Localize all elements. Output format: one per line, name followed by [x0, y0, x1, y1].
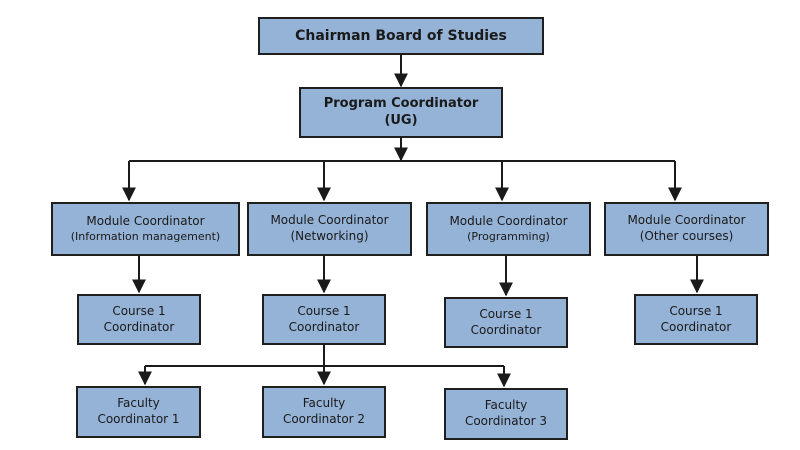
- module-coordinator-subtitle: (Programming): [467, 229, 550, 243]
- module-coordinator-title: Module Coordinator: [627, 213, 746, 228]
- module-coordinator-box: Module Coordinator (Information manageme…: [51, 202, 240, 256]
- chairman-box: Chairman Board of Studies: [258, 17, 544, 55]
- module-coordinator-title: Module Coordinator: [449, 214, 568, 229]
- faculty-coordinator-box: Faculty Coordinator 3: [444, 388, 568, 440]
- program-coordinator-title: Program Coordinator: [323, 95, 479, 111]
- faculty-coordinator-title: Faculty: [117, 396, 160, 411]
- course-coordinator-box: Course 1 Coordinator: [444, 297, 568, 348]
- module-coordinator-box: Module Coordinator (Networking): [247, 202, 412, 256]
- faculty-coordinator-subtitle: Coordinator 1: [97, 412, 180, 426]
- course-coordinator-subtitle: Coordinator: [103, 319, 175, 334]
- module-coordinator-subtitle: (Networking): [290, 229, 369, 243]
- course-coordinator-box: Course 1 Coordinator: [77, 294, 201, 345]
- chairman-title: Chairman Board of Studies: [295, 27, 507, 44]
- course-coordinator-box: Course 1 Coordinator: [634, 294, 758, 345]
- course-coordinator-subtitle: Coordinator: [470, 322, 542, 337]
- faculty-coordinator-subtitle: Coordinator 3: [464, 414, 548, 428]
- faculty-coordinator-title: Faculty: [302, 396, 346, 411]
- module-coordinator-subtitle: (Information management): [70, 229, 221, 243]
- module-coordinator-title: Module Coordinator: [270, 213, 389, 228]
- course-coordinator-subtitle: Coordinator: [288, 319, 360, 334]
- module-coordinator-title: Module Coordinator: [86, 214, 205, 229]
- course-coordinator-title: Course 1: [112, 303, 166, 318]
- module-coordinator-box: Module Coordinator (Programming): [426, 202, 591, 256]
- faculty-coordinator-box: Faculty Coordinator 1: [76, 386, 201, 438]
- course-coordinator-title: Course 1: [479, 306, 533, 321]
- faculty-coordinator-subtitle: Coordinator 2: [282, 412, 366, 426]
- course-coordinator-title: Course 1: [297, 303, 351, 318]
- module-coordinator-box: Module Coordinator (Other courses): [604, 202, 769, 256]
- program-coordinator-subtitle: (UG): [384, 112, 418, 128]
- course-coordinator-title: Course 1: [669, 303, 723, 318]
- course-coordinator-box: Course 1 Coordinator: [262, 294, 386, 345]
- faculty-coordinator-title: Faculty: [484, 398, 528, 413]
- program-coordinator-box: Program Coordinator (UG): [299, 87, 503, 138]
- course-coordinator-subtitle: Coordinator: [660, 319, 732, 334]
- faculty-coordinator-box: Faculty Coordinator 2: [262, 386, 386, 438]
- module-coordinator-subtitle: (Other courses): [639, 229, 734, 243]
